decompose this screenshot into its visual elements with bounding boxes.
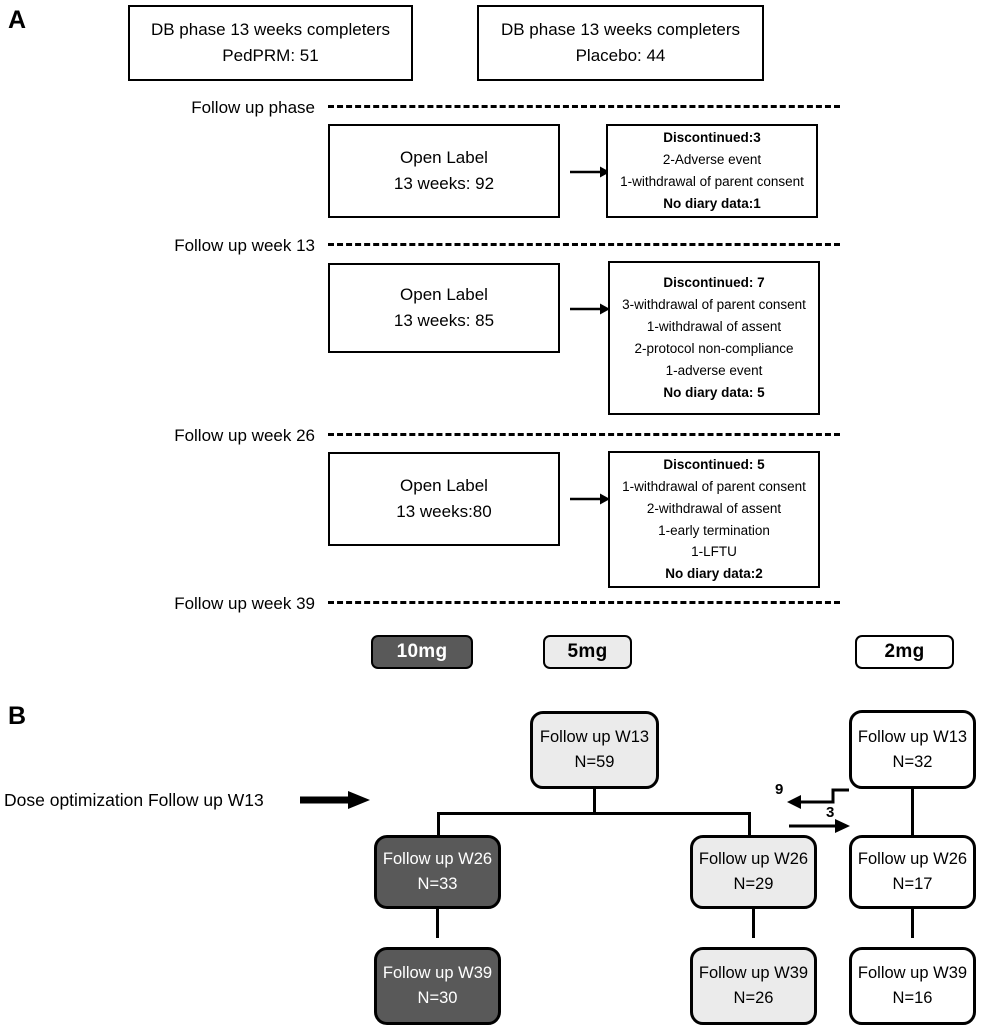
discontinued-2-reason-1: 1-withdrawal of assent (646, 319, 782, 335)
db-phase-pedprm-box: DB phase 13 weeks completers PedPRM: 51 (128, 5, 413, 81)
dose-optimization-label: Dose optimization Follow up W13 (4, 790, 264, 810)
discontinued-1-reason-0: 2-Adverse event (662, 152, 762, 168)
connector-w26-10mg-to-w39 (436, 908, 439, 938)
open-label-2-line1: Open Label (400, 284, 488, 304)
arrow-right-icon-1 (570, 165, 610, 179)
phase-label-follow-up-week-39: Follow up week 39 (174, 594, 315, 613)
node-w13-2mg-line1: Follow up W13 (857, 727, 968, 746)
node-w26-10mg-line1: Follow up W26 (382, 850, 493, 869)
db-phase-pedprm-line2: PedPRM: 51 (222, 46, 319, 65)
node-w26-5mg-line2: N=29 (733, 875, 774, 893)
arrow-right-icon-3 (570, 492, 610, 506)
node-w13-5mg: Follow up W13 N=59 (530, 711, 659, 789)
connector-branch-left-drop (437, 812, 440, 839)
node-w26-5mg-line1: Follow up W26 (698, 850, 809, 869)
phase-label-follow-up-phase: Follow up phase (191, 98, 315, 117)
phase-divider-follow-up-week-13 (328, 243, 840, 246)
panel-a-letter: A (8, 6, 27, 34)
discontinued-2-reason-2: 2-protocol non-compliance (634, 341, 794, 356)
dose-legend-2mg[interactable]: 2mg (855, 635, 954, 669)
exchange-count-right: 3 (826, 804, 835, 821)
connector-w13-5mg-bracket (437, 812, 751, 815)
discontinued-1-footer: No diary data:1 (663, 195, 761, 211)
arrow-right-icon-2 (570, 302, 610, 316)
open-label-1-line2: 13 weeks: 92 (393, 174, 495, 193)
db-phase-placebo-box: DB phase 13 weeks completers Placebo: 44 (477, 5, 764, 81)
connector-w26-2mg-to-w39 (911, 908, 914, 938)
node-w39-5mg-line1: Follow up W39 (698, 964, 809, 983)
node-w26-2mg-line1: Follow up W26 (857, 850, 968, 869)
node-w39-10mg-line2: N=30 (417, 989, 458, 1007)
node-w26-10mg-line2: N=33 (417, 875, 458, 893)
node-w39-5mg-line2: N=26 (733, 989, 774, 1007)
phase-divider-follow-up-phase (328, 105, 840, 108)
discontinued-2-reason-3: 1-adverse event (665, 362, 763, 378)
phase-divider-follow-up-week-26 (328, 433, 840, 436)
connector-branch-right-drop (748, 812, 751, 839)
exchange-arrow-right-icon (789, 818, 851, 839)
node-w13-2mg: Follow up W13 N=32 (849, 710, 976, 789)
db-phase-pedprm-line1: DB phase 13 weeks completers (150, 19, 391, 39)
exchange-arrow-left-icon (785, 788, 851, 819)
open-label-box-1: Open Label 13 weeks: 92 (328, 124, 560, 218)
db-phase-placebo-line1: DB phase 13 weeks completers (500, 19, 741, 39)
node-w13-5mg-line1: Follow up W13 (539, 728, 650, 747)
discontinued-3-reason-3: 1-LFTU (691, 544, 737, 560)
dose-optimization-arrow-icon (300, 789, 370, 811)
node-w39-2mg: Follow up W39 N=16 (849, 947, 976, 1025)
phase-label-follow-up-week-13: Follow up week 13 (174, 236, 315, 255)
discontinued-box-2: Discontinued: 7 3-withdrawal of parent c… (608, 261, 820, 415)
db-phase-placebo-line2: Placebo: 44 (575, 46, 666, 65)
node-w39-2mg-line2: N=16 (892, 989, 933, 1007)
node-w39-10mg-line1: Follow up W39 (382, 964, 493, 983)
discontinued-3-reason-1: 2-withdrawal of assent (646, 500, 782, 516)
dose-legend-5mg[interactable]: 5mg (543, 635, 632, 669)
node-w26-5mg: Follow up W26 N=29 (690, 835, 817, 909)
open-label-3-line1: Open Label (400, 475, 488, 495)
discontinued-1-header: Discontinued:3 (663, 130, 761, 146)
phase-label-follow-up-week-26: Follow up week 26 (174, 426, 315, 445)
connector-w13-2mg-stem (911, 789, 914, 839)
discontinued-3-reason-0: 1-withdrawal of parent consent (622, 478, 806, 494)
discontinued-2-header: Discontinued: 7 (663, 275, 765, 291)
open-label-2-line2: 13 weeks: 85 (393, 311, 495, 330)
discontinued-1-reason-1: 1-withdrawal of parent consent (620, 174, 804, 189)
node-w26-2mg: Follow up W26 N=17 (849, 835, 976, 909)
phase-divider-follow-up-week-39 (328, 601, 840, 604)
panel-b-letter: B (8, 702, 27, 730)
open-label-1-line1: Open Label (400, 147, 488, 167)
open-label-box-3: Open Label 13 weeks:80 (328, 452, 560, 546)
open-label-box-2: Open Label 13 weeks: 85 (328, 263, 560, 353)
node-w39-2mg-line1: Follow up W39 (857, 964, 968, 983)
exchange-count-left: 9 (775, 781, 784, 798)
dose-legend-10mg[interactable]: 10mg (371, 635, 473, 669)
open-label-3-line2: 13 weeks:80 (396, 502, 492, 521)
connector-w13-5mg-stem (593, 789, 596, 814)
discontinued-3-reason-2: 1-early termination (658, 522, 770, 538)
node-w26-10mg: Follow up W26 N=33 (374, 835, 501, 909)
discontinued-2-footer: No diary data: 5 (663, 384, 765, 400)
node-w26-2mg-line2: N=17 (892, 875, 933, 893)
discontinued-3-footer: No diary data:2 (665, 566, 763, 582)
discontinued-3-header: Discontinued: 5 (663, 456, 765, 472)
node-w13-2mg-line2: N=32 (892, 752, 933, 771)
node-w39-5mg: Follow up W39 N=26 (690, 947, 817, 1025)
node-w13-5mg-line2: N=59 (574, 753, 615, 771)
discontinued-box-3: Discontinued: 5 1-withdrawal of parent c… (608, 451, 820, 588)
connector-w26-5mg-to-w39 (752, 908, 755, 938)
discontinued-box-1: Discontinued:3 2-Adverse event 1-withdra… (606, 124, 818, 218)
node-w39-10mg: Follow up W39 N=30 (374, 947, 501, 1025)
discontinued-2-reason-0: 3-withdrawal of parent consent (622, 297, 806, 313)
